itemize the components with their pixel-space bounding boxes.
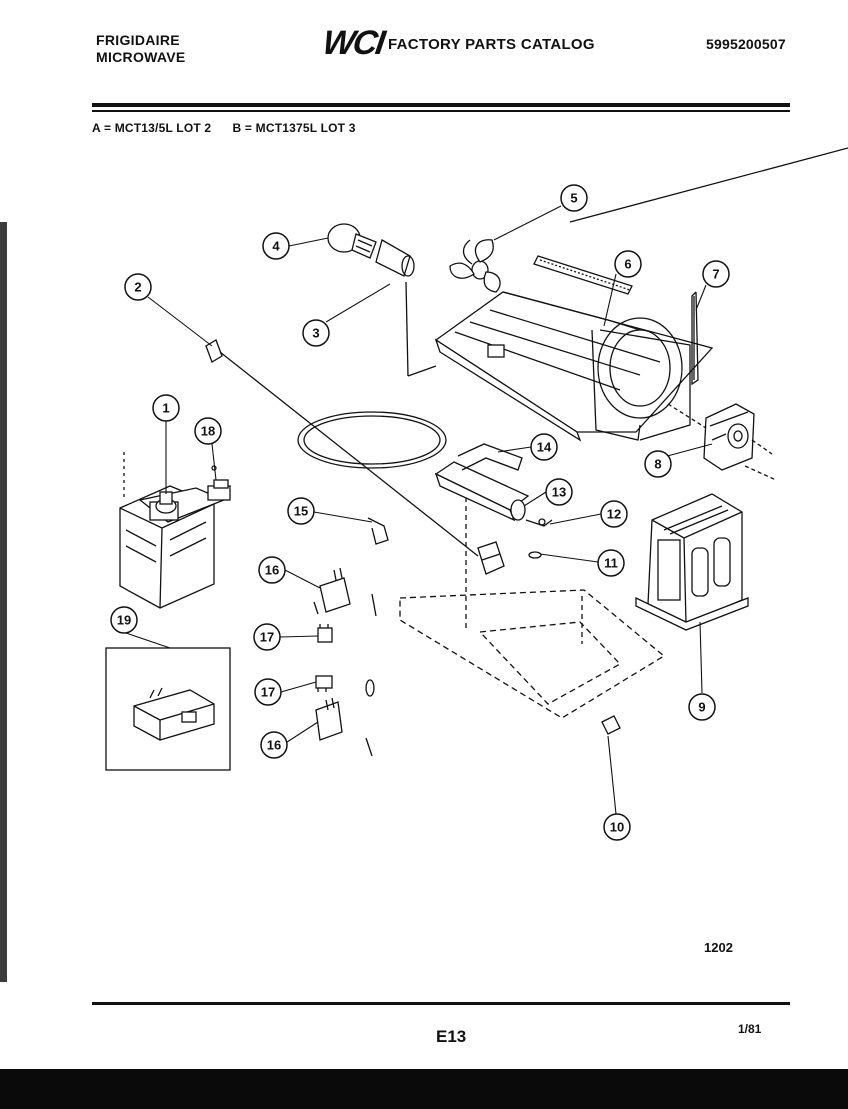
callout-6: 6: [624, 257, 631, 272]
terminal-block: [477, 541, 505, 575]
scan-edge-left: [0, 222, 7, 982]
lamp-bulb: [327, 223, 377, 259]
model-legend: A = MCT13/5L LOT 2 B = MCT1375L LOT 3: [92, 121, 356, 135]
callout-17-lower: 17: [261, 685, 275, 700]
interlock-switch-b: [315, 675, 375, 697]
bracket: [691, 291, 699, 386]
callout-17-upper: 17: [260, 630, 274, 645]
header-rule-thin: [92, 110, 790, 112]
lamp-socket: [375, 239, 437, 377]
callout-16-upper: 16: [265, 563, 279, 578]
callout-10: 10: [610, 820, 624, 835]
catalog-number: 5995200507: [706, 36, 786, 52]
interlock-switch-lower: [315, 697, 373, 757]
header-rule: [92, 103, 790, 107]
product-type: MICROWAVE: [96, 49, 186, 65]
callout-1: 1: [162, 401, 169, 416]
callout-circles: [110, 184, 730, 841]
transformer: [635, 493, 749, 631]
fuse: [528, 551, 542, 559]
capacitor: [434, 461, 530, 522]
callout-4: 4: [272, 239, 280, 254]
callout-leaders: [125, 205, 713, 815]
catalog-date: 1/81: [738, 1022, 762, 1036]
magnetron: [119, 452, 226, 609]
diode: [525, 518, 553, 527]
callout-13: 13: [552, 485, 566, 500]
fan-blade: [449, 239, 501, 293]
page-number: E13: [436, 1027, 467, 1046]
fan-motor: [667, 403, 777, 481]
callout-8: 8: [654, 457, 661, 472]
callout-15: 15: [294, 504, 308, 519]
interlock-switch-a: [317, 624, 333, 643]
fan-bracket-chassis: [434, 255, 714, 442]
callout-3: 3: [312, 326, 319, 341]
callout-11: 11: [604, 556, 618, 571]
thermal-cutout: [207, 465, 231, 501]
callout-7: 7: [712, 267, 719, 282]
control-module-box: [105, 647, 231, 771]
callout-12: 12: [607, 507, 621, 522]
switch-bracket: [367, 517, 389, 545]
brand-name: FRIGIDAIRE: [96, 32, 180, 48]
callout-14: 14: [537, 440, 552, 455]
callout-18: 18: [201, 424, 215, 439]
footer-rule: [92, 1002, 790, 1005]
callout-16-lower: 16: [267, 738, 281, 753]
callout-9: 9: [698, 700, 705, 715]
base-plate: [399, 589, 666, 719]
latch-clip: [601, 715, 621, 735]
power-cord: [205, 339, 479, 557]
capacitor-bracket: [457, 443, 523, 471]
scan-edge-bottom: [0, 1069, 848, 1109]
callout-5: 5: [570, 191, 577, 206]
diagram-reference: 1202: [704, 940, 733, 955]
callout-labels: 1 2 3 4 5 6 7 8 9 10 11 12 13 14 15 16 1…: [117, 191, 720, 835]
callout-2: 2: [134, 280, 141, 295]
catalog-title: FACTORY PARTS CATALOG: [388, 36, 595, 53]
brand-block: FRIGIDAIRE MICROWAVE: [96, 32, 186, 66]
callout-19: 19: [117, 613, 131, 628]
interlock-switch-upper: [313, 567, 377, 617]
